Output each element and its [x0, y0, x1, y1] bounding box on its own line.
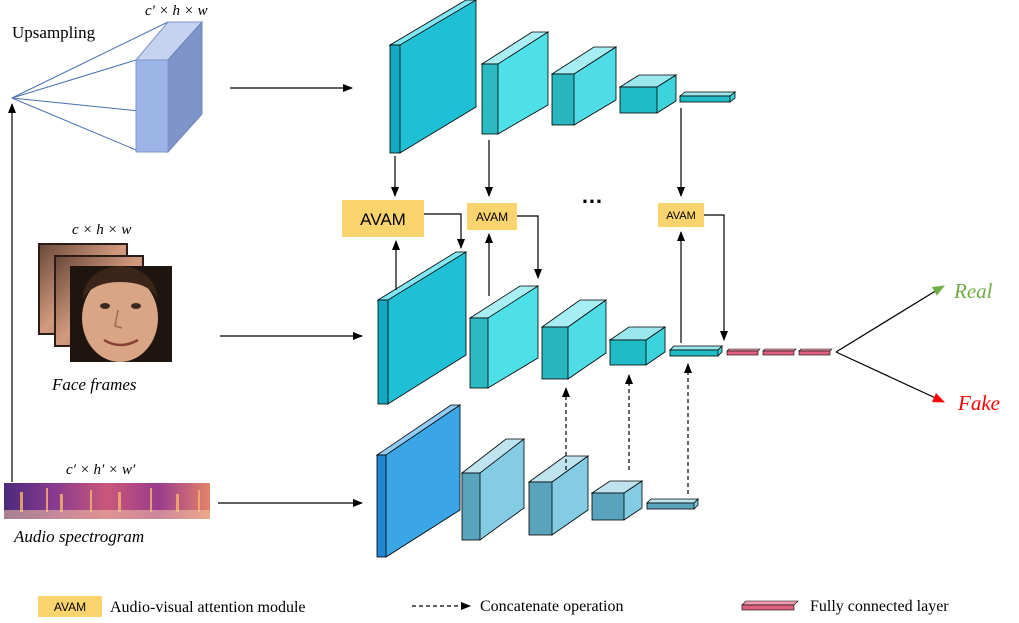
- legend-avam-badge: AVAM: [54, 600, 86, 614]
- legend-avam-text: Audio-visual attention module: [110, 599, 306, 616]
- avam2-output-arrow: [517, 215, 542, 279]
- avam-module-1: AVAM: [342, 200, 424, 237]
- legend-avam: AVAM Audio-visual attention module: [38, 596, 306, 617]
- fully-connected-layers: [726, 348, 833, 356]
- upsampling-block: [11, 20, 204, 154]
- avam-1-label: AVAM: [360, 210, 406, 229]
- face-frames-label: Face frames: [51, 375, 137, 394]
- mid-conv-block-2: [468, 285, 540, 389]
- top-conv-block-1: [388, 0, 477, 154]
- mid-conv-block-3: [540, 299, 608, 380]
- real-label: Real: [953, 279, 993, 303]
- fc-layer-2: [762, 348, 797, 356]
- audio-spectrogram-label: Audio spectrogram: [13, 527, 144, 546]
- legend-fc-swatch: [741, 604, 795, 611]
- avam-module-3: AVAM: [658, 203, 704, 227]
- avam3-output-arrow: [704, 214, 728, 341]
- legend-concat: Concatenate operation: [412, 598, 624, 615]
- bottom-conv-block-1: [375, 404, 462, 558]
- mid-conv-block-5: [669, 345, 723, 357]
- fc-layer-3: [798, 348, 833, 356]
- fc-layer-1: [726, 348, 761, 356]
- dim-top-label: c′ × h × w: [145, 3, 208, 19]
- mid-conv-block-4: [608, 326, 667, 366]
- top-conv-block-3: [550, 46, 618, 126]
- real-arrow-head: [931, 285, 945, 296]
- bottom-conv-block-5: [646, 498, 699, 510]
- avam-module-2: AVAM: [467, 203, 517, 230]
- bottom-conv-block-2: [460, 438, 526, 541]
- avam1-output-arrow: [424, 213, 465, 249]
- face-frames-image: [38, 243, 172, 362]
- legend-avam-badge-box: [38, 596, 102, 617]
- avam-2-label: AVAM: [476, 210, 508, 224]
- top-branch-blocks: [388, 0, 737, 154]
- dim-audio-label: c′ × h′ × w′: [66, 462, 136, 478]
- upsampling-label: Upsampling: [12, 23, 96, 42]
- legend-fc-text: Fully connected layer: [810, 598, 949, 615]
- ellipsis-label: …: [581, 183, 603, 208]
- top-conv-block-4: [618, 74, 678, 114]
- legend: AVAM Audio-visual attention module Conca…: [38, 596, 949, 617]
- fake-branch-line: [835, 351, 943, 402]
- top-conv-block-5: [678, 91, 737, 103]
- bottom-conv-block-4: [590, 480, 644, 521]
- bottom-conv-block-3: [527, 455, 590, 536]
- legend-concat-text: Concatenate operation: [480, 598, 624, 615]
- dim-face-label: c × h × w: [72, 222, 131, 238]
- avam-3-label: AVAM: [666, 210, 696, 222]
- legend-fc: Fully connected layer: [741, 598, 949, 615]
- fake-label: Fake: [957, 391, 1000, 415]
- real-branch-line: [835, 286, 943, 353]
- bottom-branch-blocks: [375, 404, 699, 558]
- mid-conv-block-1: [376, 251, 468, 405]
- middle-branch-blocks: [376, 251, 723, 405]
- fake-arrow-head: [931, 392, 945, 403]
- top-conv-block-2: [480, 31, 550, 135]
- audio-spectrogram-image: [4, 483, 210, 519]
